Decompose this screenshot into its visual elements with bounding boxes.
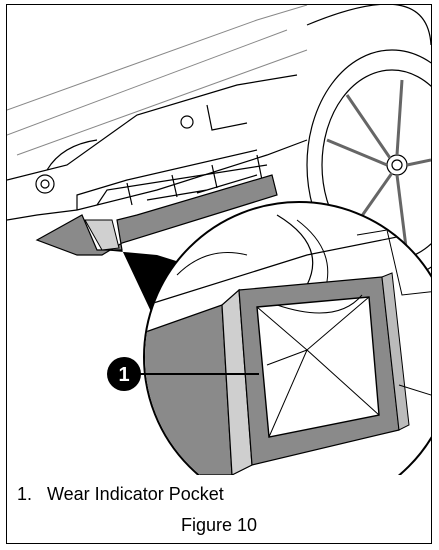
figure-label: Figure 10 [180, 515, 258, 535]
caption-text: Wear Indicator Pocket [47, 484, 224, 504]
figure-frame: 1 1. Wear Indicator Pocket Figure 10 [6, 4, 432, 544]
caption-number: 1. [17, 484, 33, 504]
callout-marker [107, 357, 141, 391]
caption: 1. Wear Indicator Pocket [17, 484, 224, 505]
callout-number: 1 [118, 364, 129, 386]
mower-deck-illustration: 1 [7, 5, 431, 475]
